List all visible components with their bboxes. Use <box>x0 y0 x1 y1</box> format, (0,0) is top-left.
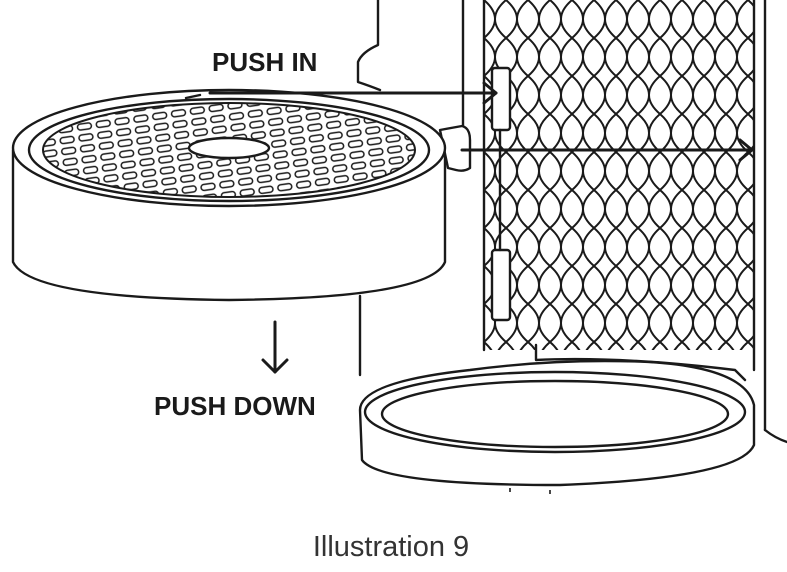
push-down-arrow <box>261 320 289 374</box>
basket-frame <box>490 0 767 432</box>
illustration-caption: Illustration 9 <box>313 531 469 563</box>
push-down-label: PUSH DOWN <box>154 391 316 421</box>
basket-mesh <box>484 0 754 350</box>
push-in-arrow <box>208 81 498 105</box>
fryer-body <box>356 0 486 377</box>
slide-arrow <box>460 138 754 162</box>
basket-base <box>358 343 787 494</box>
crisper-tray <box>11 88 472 302</box>
push-in-label: PUSH IN <box>212 47 317 77</box>
